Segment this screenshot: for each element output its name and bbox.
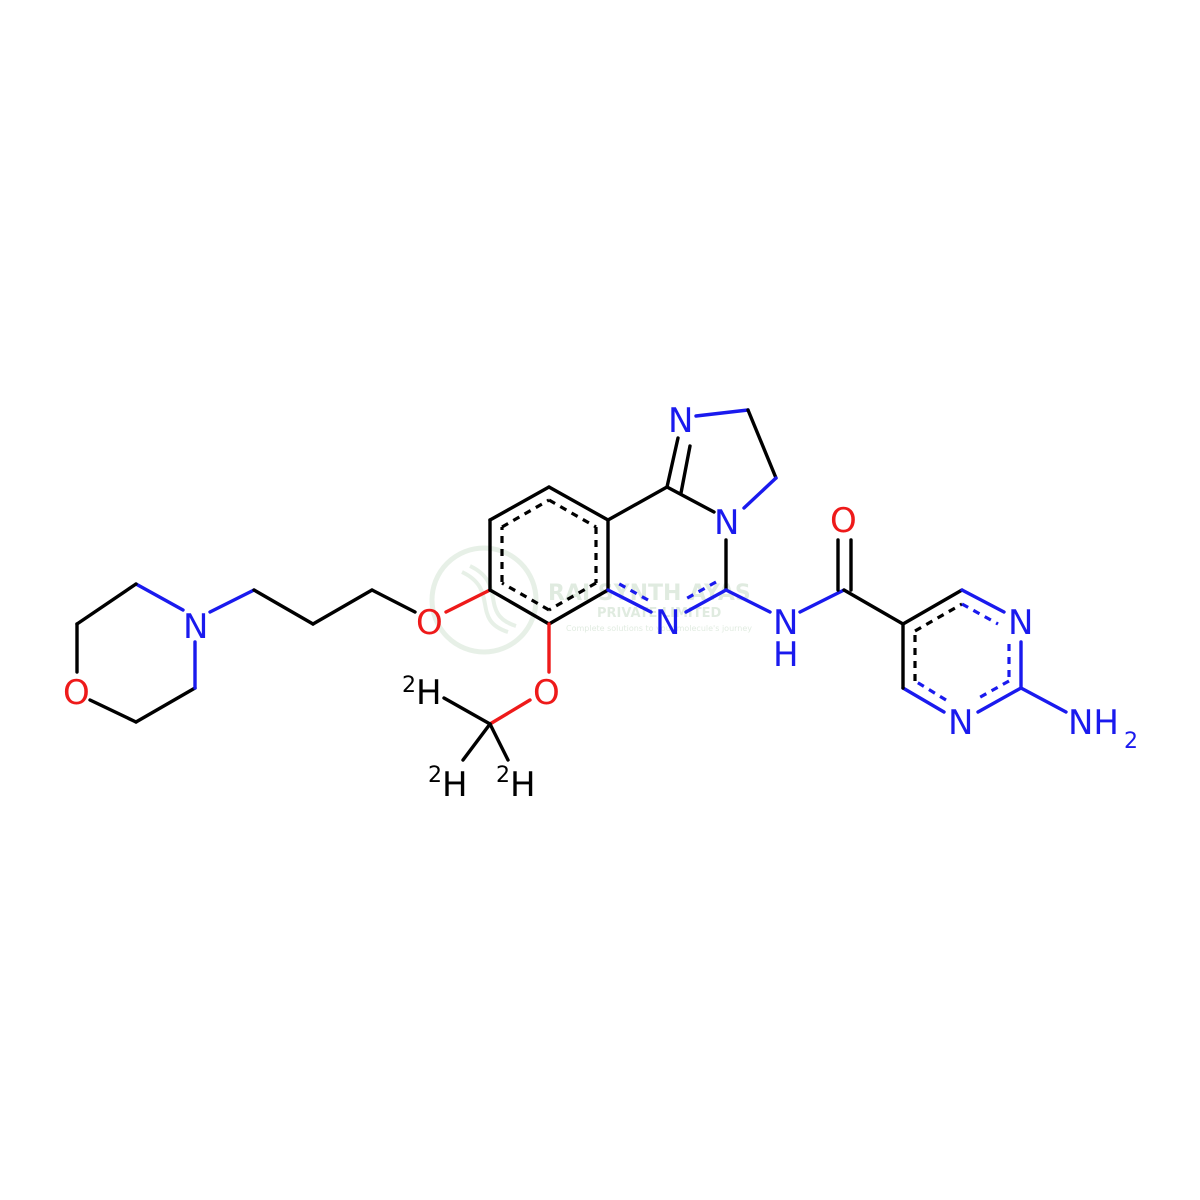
watermark-logo-ring: [429, 545, 539, 655]
bond: [798, 588, 846, 614]
morpholine-oxygen-label: O: [63, 673, 90, 713]
bond: [665, 485, 716, 514]
watermark-line3: Complete solutions to your molecule's jo…: [566, 624, 752, 633]
bond: [901, 686, 946, 714]
bond: [488, 698, 532, 726]
bond: [208, 588, 256, 614]
bond: [1019, 686, 1068, 714]
pyrimidine-nitrogen-1-label: N: [1008, 603, 1033, 643]
aromatic-bond: [548, 581, 597, 612]
pyrimidine-nitrogen-3-label: N: [948, 703, 973, 743]
bond: [547, 485, 610, 522]
bond: [746, 408, 778, 480]
deuterium-3-mass: 2: [496, 763, 510, 788]
amino-subscript: 2: [1124, 729, 1138, 754]
morpholine-nitrogen-label: N: [183, 607, 208, 647]
watermark: RAI SYNTH AYAS PRIVATE LIMITED Complete …: [429, 545, 752, 655]
propyl-linker: [208, 588, 492, 626]
bond: [370, 588, 417, 614]
bond: [442, 696, 492, 726]
quinazoline-ring: [606, 485, 728, 614]
morpholine-ring: [75, 582, 197, 724]
aromatic-bond: [914, 679, 947, 702]
imidazoline-nitrogen-right-label: N: [714, 503, 739, 543]
bond: [547, 588, 610, 626]
amide-nitrogen-label: N: [773, 603, 798, 643]
aromatic-bond: [501, 498, 550, 529]
bond: [134, 686, 197, 724]
bond: [488, 485, 551, 522]
imidazoline-nitrogen-top-label: N: [668, 401, 693, 441]
atom-labels: N O O O N N N N H O N N NH 2 2 H 2 H 2 H: [63, 401, 1138, 805]
bond: [606, 588, 653, 614]
aromatic-bond: [613, 579, 649, 602]
aromatic-bond: [681, 580, 717, 603]
bond: [842, 588, 905, 626]
bond: [75, 582, 138, 626]
aromatic-bond: [974, 679, 1010, 702]
watermark-logo-helix: [461, 564, 517, 634]
amino-group-label: NH: [1068, 703, 1119, 743]
bond: [252, 588, 315, 626]
deuterium-1-mass: 2: [402, 673, 416, 698]
imidazoline-ring: [665, 408, 778, 510]
bond: [901, 588, 964, 626]
aminopyrimidine-ring: [901, 588, 1068, 714]
bond: [960, 588, 1006, 614]
bond: [311, 588, 374, 626]
bond: [684, 588, 728, 614]
deuterium-3-label: H: [510, 765, 536, 805]
methoxy-d3: [442, 622, 551, 762]
amide-hydrogen-label: H: [773, 635, 799, 675]
aromatic-bond: [548, 498, 597, 529]
bond: [134, 582, 185, 612]
quinazoline-nitrogen-label: N: [655, 603, 680, 643]
amide-group: [724, 538, 905, 626]
deuterium-2-mass: 2: [428, 763, 442, 788]
bond: [694, 408, 750, 418]
deuterium-1-label: H: [416, 673, 442, 713]
ether-oxygen-label: O: [416, 603, 443, 643]
bond: [88, 698, 138, 724]
methoxy-oxygen-label: O: [533, 673, 560, 713]
bond: [488, 588, 551, 626]
bond: [665, 436, 680, 489]
bond: [444, 588, 492, 614]
bond: [461, 722, 492, 762]
bond: [976, 686, 1023, 714]
aromatic-bond: [914, 602, 963, 633]
bond: [724, 588, 772, 614]
benzo-ring: [488, 485, 610, 626]
aromatic-bond: [961, 602, 999, 626]
bond: [606, 485, 669, 522]
bond: [488, 722, 510, 762]
bond: [742, 476, 778, 510]
deuterium-2-label: H: [442, 765, 468, 805]
bond: [679, 444, 692, 495]
aromatic-bond: [501, 581, 550, 612]
carbonyl-oxygen-label: O: [830, 501, 857, 541]
